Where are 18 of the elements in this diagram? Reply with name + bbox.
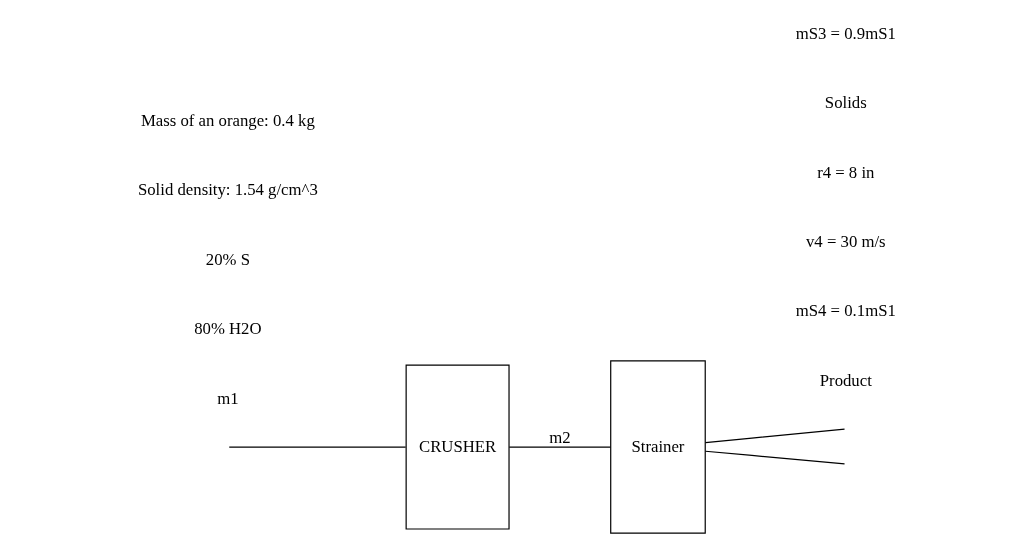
connector bbox=[508, 446, 611, 448]
connector bbox=[704, 450, 845, 465]
label: Mass of an orange: 0.4 kg bbox=[140, 111, 315, 131]
label: 80% H2O bbox=[193, 319, 262, 339]
label: v4 = 30 m/s bbox=[805, 231, 886, 251]
connector bbox=[704, 428, 845, 444]
label: m1 bbox=[216, 388, 239, 408]
connector bbox=[228, 446, 406, 448]
label: 20% S bbox=[205, 249, 250, 269]
label: Solids bbox=[824, 93, 867, 113]
label: mS4 = 0.1mS1 bbox=[795, 301, 896, 321]
label: r4 = 8 in bbox=[816, 162, 874, 182]
edge-label: m2 bbox=[548, 427, 571, 447]
label: Product bbox=[819, 370, 872, 390]
label: mS3 = 0.9mS1 bbox=[795, 23, 896, 43]
node-box: CRUSHER bbox=[405, 364, 510, 530]
node-box: Strainer bbox=[609, 360, 706, 534]
label: Solid density: 1.54 g/cm^3 bbox=[137, 180, 318, 200]
